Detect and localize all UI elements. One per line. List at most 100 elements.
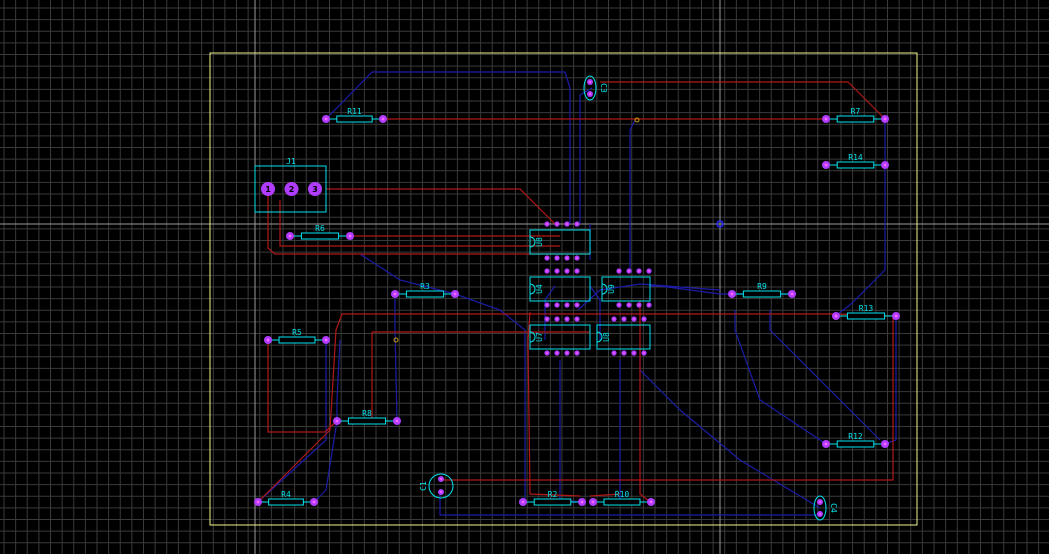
- pin-number: 3: [312, 185, 318, 194]
- resistor-body: [405, 290, 445, 298]
- pad-drill: [556, 352, 558, 354]
- ref-label: C4: [829, 503, 838, 513]
- resistor-body: [603, 498, 641, 506]
- ic-u8[interactable]: U8: [596, 316, 651, 356]
- pad-drill: [643, 352, 645, 354]
- ref-label: U8: [535, 237, 544, 247]
- via: [634, 117, 640, 123]
- resistor-r3[interactable]: R3: [391, 282, 459, 298]
- resistor-r14[interactable]: R14: [822, 153, 889, 169]
- pad-drill: [395, 419, 399, 423]
- pad-drill: [566, 318, 568, 320]
- ic-outline: [601, 276, 651, 302]
- capacitor-c4[interactable]: C4: [813, 495, 838, 521]
- ref-label: U4: [535, 284, 544, 294]
- pad-drill: [818, 512, 822, 516]
- pad-drill: [348, 234, 352, 238]
- origin-marker: [716, 220, 724, 228]
- capacitor-c1[interactable]: C1: [419, 473, 454, 499]
- pad-drill: [649, 500, 653, 504]
- resistor-body: [836, 161, 875, 169]
- capacitor-c3[interactable]: C3: [583, 75, 608, 101]
- pad-drill: [324, 338, 328, 342]
- ic-notch: [596, 331, 603, 343]
- pad-drill: [623, 352, 625, 354]
- resistor-r8[interactable]: R8: [333, 409, 401, 425]
- ref-label: R9: [757, 282, 767, 291]
- pad-drill: [824, 117, 828, 121]
- resistor-body: [836, 440, 875, 448]
- pad-drill: [790, 292, 794, 296]
- pad-drill: [256, 500, 260, 504]
- pad-drill: [439, 490, 443, 494]
- pad-drill: [883, 163, 887, 167]
- via: [393, 337, 399, 343]
- resistor-r12[interactable]: R12: [822, 432, 889, 448]
- pad-drill: [393, 292, 397, 296]
- resistor-r13[interactable]: R13: [832, 304, 900, 320]
- ic-outline: [596, 324, 651, 350]
- resistor-body: [742, 290, 782, 298]
- resistor-r9[interactable]: R9: [728, 282, 796, 298]
- resistor-r10[interactable]: R10: [589, 490, 655, 506]
- pad-drill: [566, 257, 568, 259]
- pad-drill: [556, 223, 558, 225]
- pad-drill: [623, 318, 625, 320]
- ref-label: R10: [615, 490, 630, 499]
- ref-label: R5: [292, 328, 302, 337]
- pad-drill: [576, 304, 578, 306]
- resistor-r6[interactable]: R6: [286, 224, 354, 240]
- resistor-r2[interactable]: R2: [519, 490, 586, 506]
- pad-drill: [288, 234, 292, 238]
- ic-u7[interactable]: U7: [529, 316, 591, 356]
- ref-label: U8: [602, 332, 611, 342]
- pad-drill: [894, 314, 898, 318]
- ic-outline: [529, 229, 591, 255]
- pad-drill: [381, 117, 385, 121]
- pad-drill: [643, 318, 645, 320]
- pad-drill: [439, 477, 443, 481]
- resistor-body: [846, 312, 886, 320]
- pad-drill: [266, 338, 270, 342]
- pad-drill: [576, 257, 578, 259]
- connector-pad[interactable]: [261, 182, 275, 196]
- pad-drill: [638, 270, 640, 272]
- ref-label: U9: [607, 284, 616, 294]
- pad-drill: [556, 270, 558, 272]
- resistor-body: [836, 115, 875, 123]
- pad-drill: [618, 270, 620, 272]
- pad-drill: [613, 352, 615, 354]
- pad-drill: [576, 270, 578, 272]
- pad-drill: [546, 352, 548, 354]
- pad-drill: [566, 223, 568, 225]
- pad-drill: [618, 304, 620, 306]
- resistor-r11[interactable]: R11: [322, 107, 387, 123]
- ref-label: R14: [848, 153, 863, 162]
- resistor-body: [300, 232, 340, 240]
- pad-drill: [824, 163, 828, 167]
- ic-u8[interactable]: U8: [529, 221, 591, 261]
- resistor-r4[interactable]: R4: [254, 490, 318, 506]
- connector-pad[interactable]: [284, 182, 299, 196]
- capacitor-outline: [583, 75, 597, 101]
- pad-drill: [628, 270, 630, 272]
- pad-drill: [312, 500, 316, 504]
- pad-drill: [633, 318, 635, 320]
- pad-drill: [580, 500, 584, 504]
- ref-label: C3: [599, 83, 608, 93]
- ic-u4[interactable]: U4: [529, 268, 591, 308]
- resistor-body: [347, 417, 387, 425]
- ic-u9[interactable]: U9: [601, 268, 652, 308]
- pad-drill: [324, 117, 328, 121]
- ref-label: R3: [420, 282, 430, 291]
- connector-pad[interactable]: [308, 182, 322, 196]
- resistor-r7[interactable]: R7: [822, 107, 889, 123]
- pad-drill: [883, 442, 887, 446]
- capacitor-outline: [428, 473, 454, 499]
- resistor-body: [268, 498, 304, 506]
- resistor-r5[interactable]: R5: [264, 328, 330, 344]
- pad-drill: [588, 80, 592, 84]
